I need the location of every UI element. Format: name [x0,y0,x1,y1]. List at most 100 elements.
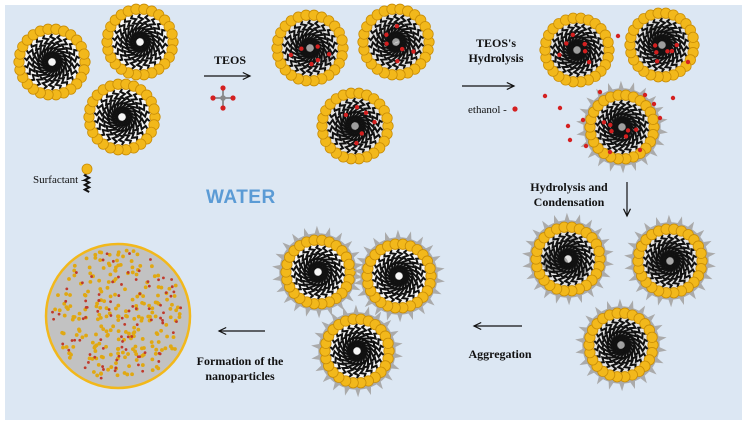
surfactant-tail [125,110,151,123]
label-teos-hydrolysis-line1: TEOS's [475,36,517,50]
nanoparticle-pore [72,273,77,278]
nanoparticle-dot [80,281,84,285]
nanoparticle-pore [115,373,120,378]
nanoparticle-dot [111,280,115,284]
nanoparticle-pore [156,293,160,298]
nanoparticle-pore [116,337,121,342]
nanoparticle-pore [160,348,164,352]
nanoparticle-pore [86,289,90,294]
nanoparticle-dot [126,271,130,274]
ethanol-dot [395,59,400,64]
nanoparticle-dot [120,316,124,320]
nanoparticle-pore [87,265,92,270]
nanoparticle-dot [175,320,178,324]
nanoparticle-pore [135,294,140,299]
ethanol-dot [597,89,603,95]
surfactant-tail [571,252,596,265]
nanoparticle-dot [83,366,87,370]
nanoparticle-dot [97,293,101,296]
nanoparticle-dot [111,259,115,263]
ethanol-dot [411,49,416,54]
nanoparticle-dot [161,321,165,325]
nanoparticle-pore [168,344,173,349]
nanoparticle-pore [140,337,145,341]
nanoparticle-dot [170,285,174,289]
nanoparticle-dot [73,338,77,342]
ethanol-dot [354,105,360,110]
nanoparticle-pore [156,340,161,344]
nanoparticle-pore [83,293,88,298]
nanoparticle-pore [67,277,71,281]
surfactant-tail [313,41,339,54]
label-water: WATER [206,187,276,208]
ethanol-dot [580,117,586,123]
nanoparticle-pore [124,248,129,253]
nanoparticle-dot [96,309,100,313]
nanoparticle-pore [140,346,144,351]
surfactant-head [343,258,355,270]
nanoparticle-pore [116,318,121,322]
ethanol-dot [567,137,573,143]
ethanol-dot [608,122,613,128]
nanoparticle-pore [131,249,136,254]
nanoparticle-pore [150,368,155,373]
ethanol-dot [315,44,320,49]
nanoparticle-pore [149,264,154,269]
nanoparticle-pore [67,351,72,356]
nanoparticle-dot [171,331,175,335]
nanoparticle-pore [108,328,113,333]
nanoparticle-pore [123,355,127,360]
nanoparticle-pore [68,293,72,297]
surfactant-head [382,337,394,349]
nanoparticle-dot [121,340,124,343]
nanoparticle-pore [74,333,79,337]
label-surfactant: Surfactant - [33,174,85,186]
surfactant-head [646,331,658,343]
ethanol-dot [372,119,377,125]
nanoparticle-pore [150,344,155,349]
nanoparticle-dot [127,309,131,313]
nanoparticle-pore [106,280,111,284]
nanoparticle-pore [156,366,161,371]
nanoparticle-pore [98,258,103,263]
ethanol-dot [615,33,621,39]
nanoparticle-pore [130,270,135,275]
nanoparticle-pore [130,297,135,302]
nanoparticle-pore [135,252,140,257]
nanoparticle-dot [147,284,151,288]
nanoparticle-pore [111,324,116,329]
nanoparticle-dot [179,306,183,310]
nanoparticle-dot [134,307,138,311]
surfactant-tail [399,35,425,48]
micelle [576,80,668,174]
ethanol-dot [669,48,675,54]
nanoparticle-dot [61,342,65,346]
nanoparticle-pore [114,306,118,311]
nanoparticle-dot [107,308,111,311]
ethanol-dot [651,101,657,107]
nanoparticle-pore [134,303,139,308]
surfactant-head [166,28,178,40]
nanoparticle-dot [101,346,105,350]
nanoparticle-dot [109,300,112,304]
surfactant-head [336,34,348,46]
nanoparticle-dot [102,368,105,371]
nanoparticle-dot [65,287,69,291]
nanoparticle-pore [88,271,93,276]
surfactant-tail [321,265,346,278]
nanoparticle-pore [175,305,180,310]
nanoparticle-pore [115,347,120,351]
label-hydrolysis-condensation-line2: Condensation [533,195,605,209]
nanoparticle-dot [126,335,130,339]
nanoparticle-pore [148,314,152,319]
nanoparticle-pore [168,315,173,320]
ethanol-dot [625,128,631,133]
ethanol-dot [586,59,592,65]
ethanol-dot [637,147,643,153]
nanoparticle-pore [67,355,72,360]
ethanol-dot [565,123,571,129]
nanoparticle-pore [131,347,135,352]
nanoparticle-dot [84,316,88,319]
nanoparticle-pore [147,303,152,308]
